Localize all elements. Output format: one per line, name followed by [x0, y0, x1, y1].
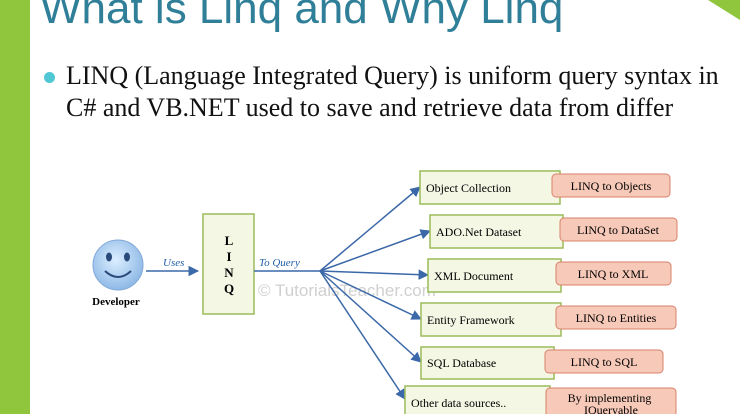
linq-letter: N: [224, 265, 234, 280]
provider-label: LINQ to SQL: [571, 355, 638, 369]
source-label: Object Collection: [426, 181, 511, 195]
left-accent-bar: [0, 0, 30, 414]
bullet-text: LINQ (Language Integrated Query) is unif…: [66, 61, 719, 122]
developer-label: Developer: [92, 296, 140, 308]
developer-icon: [92, 239, 144, 291]
provider-label: LINQ to Objects: [571, 179, 652, 193]
fan-arrow: [319, 229, 431, 272]
provider-label: LINQ to Entities: [576, 311, 657, 325]
fan-arrow: [319, 270, 422, 320]
linq-box: [202, 213, 255, 315]
linq-letter: I: [226, 249, 231, 264]
provider-label: LINQ to XML: [578, 267, 649, 281]
source-label: XML Document: [434, 269, 514, 283]
source-box: [419, 170, 561, 205]
fan-arrow: [319, 269, 430, 280]
provider-box: [545, 387, 677, 414]
fan-arrow: [319, 186, 421, 272]
uses-label: Uses: [163, 257, 184, 269]
fan-arrow: [319, 270, 406, 400]
bullet-item: LINQ (Language Integrated Query) is unif…: [44, 60, 724, 124]
source-box: [429, 214, 564, 249]
linq-letter: L: [225, 233, 234, 248]
provider-box: [544, 349, 664, 374]
slide-title: What is Linq and Why Linq: [40, 0, 564, 33]
provider-box: [559, 217, 678, 242]
watermark-text: © TutorialsTeacher.com: [258, 281, 436, 300]
corner-accent: [708, 0, 740, 20]
provider-label: LINQ to DataSet: [577, 223, 660, 237]
to-query-label: To Query: [259, 257, 300, 269]
provider-label: By implementing IQueryable: [568, 391, 655, 414]
provider-box: [551, 173, 671, 198]
provider-box: [555, 261, 672, 286]
source-label: Entity Framework: [427, 313, 515, 327]
fan-arrow: [319, 270, 422, 363]
source-label: SQL Database: [427, 356, 496, 370]
source-label: ADO.Net Dataset: [436, 225, 522, 239]
linq-letter: Q: [224, 281, 234, 296]
bullet-dot-icon: [44, 72, 55, 83]
source-label: Other data sources..: [411, 396, 506, 410]
provider-box: [555, 305, 677, 330]
source-box: [420, 302, 562, 337]
source-box: [404, 385, 551, 414]
